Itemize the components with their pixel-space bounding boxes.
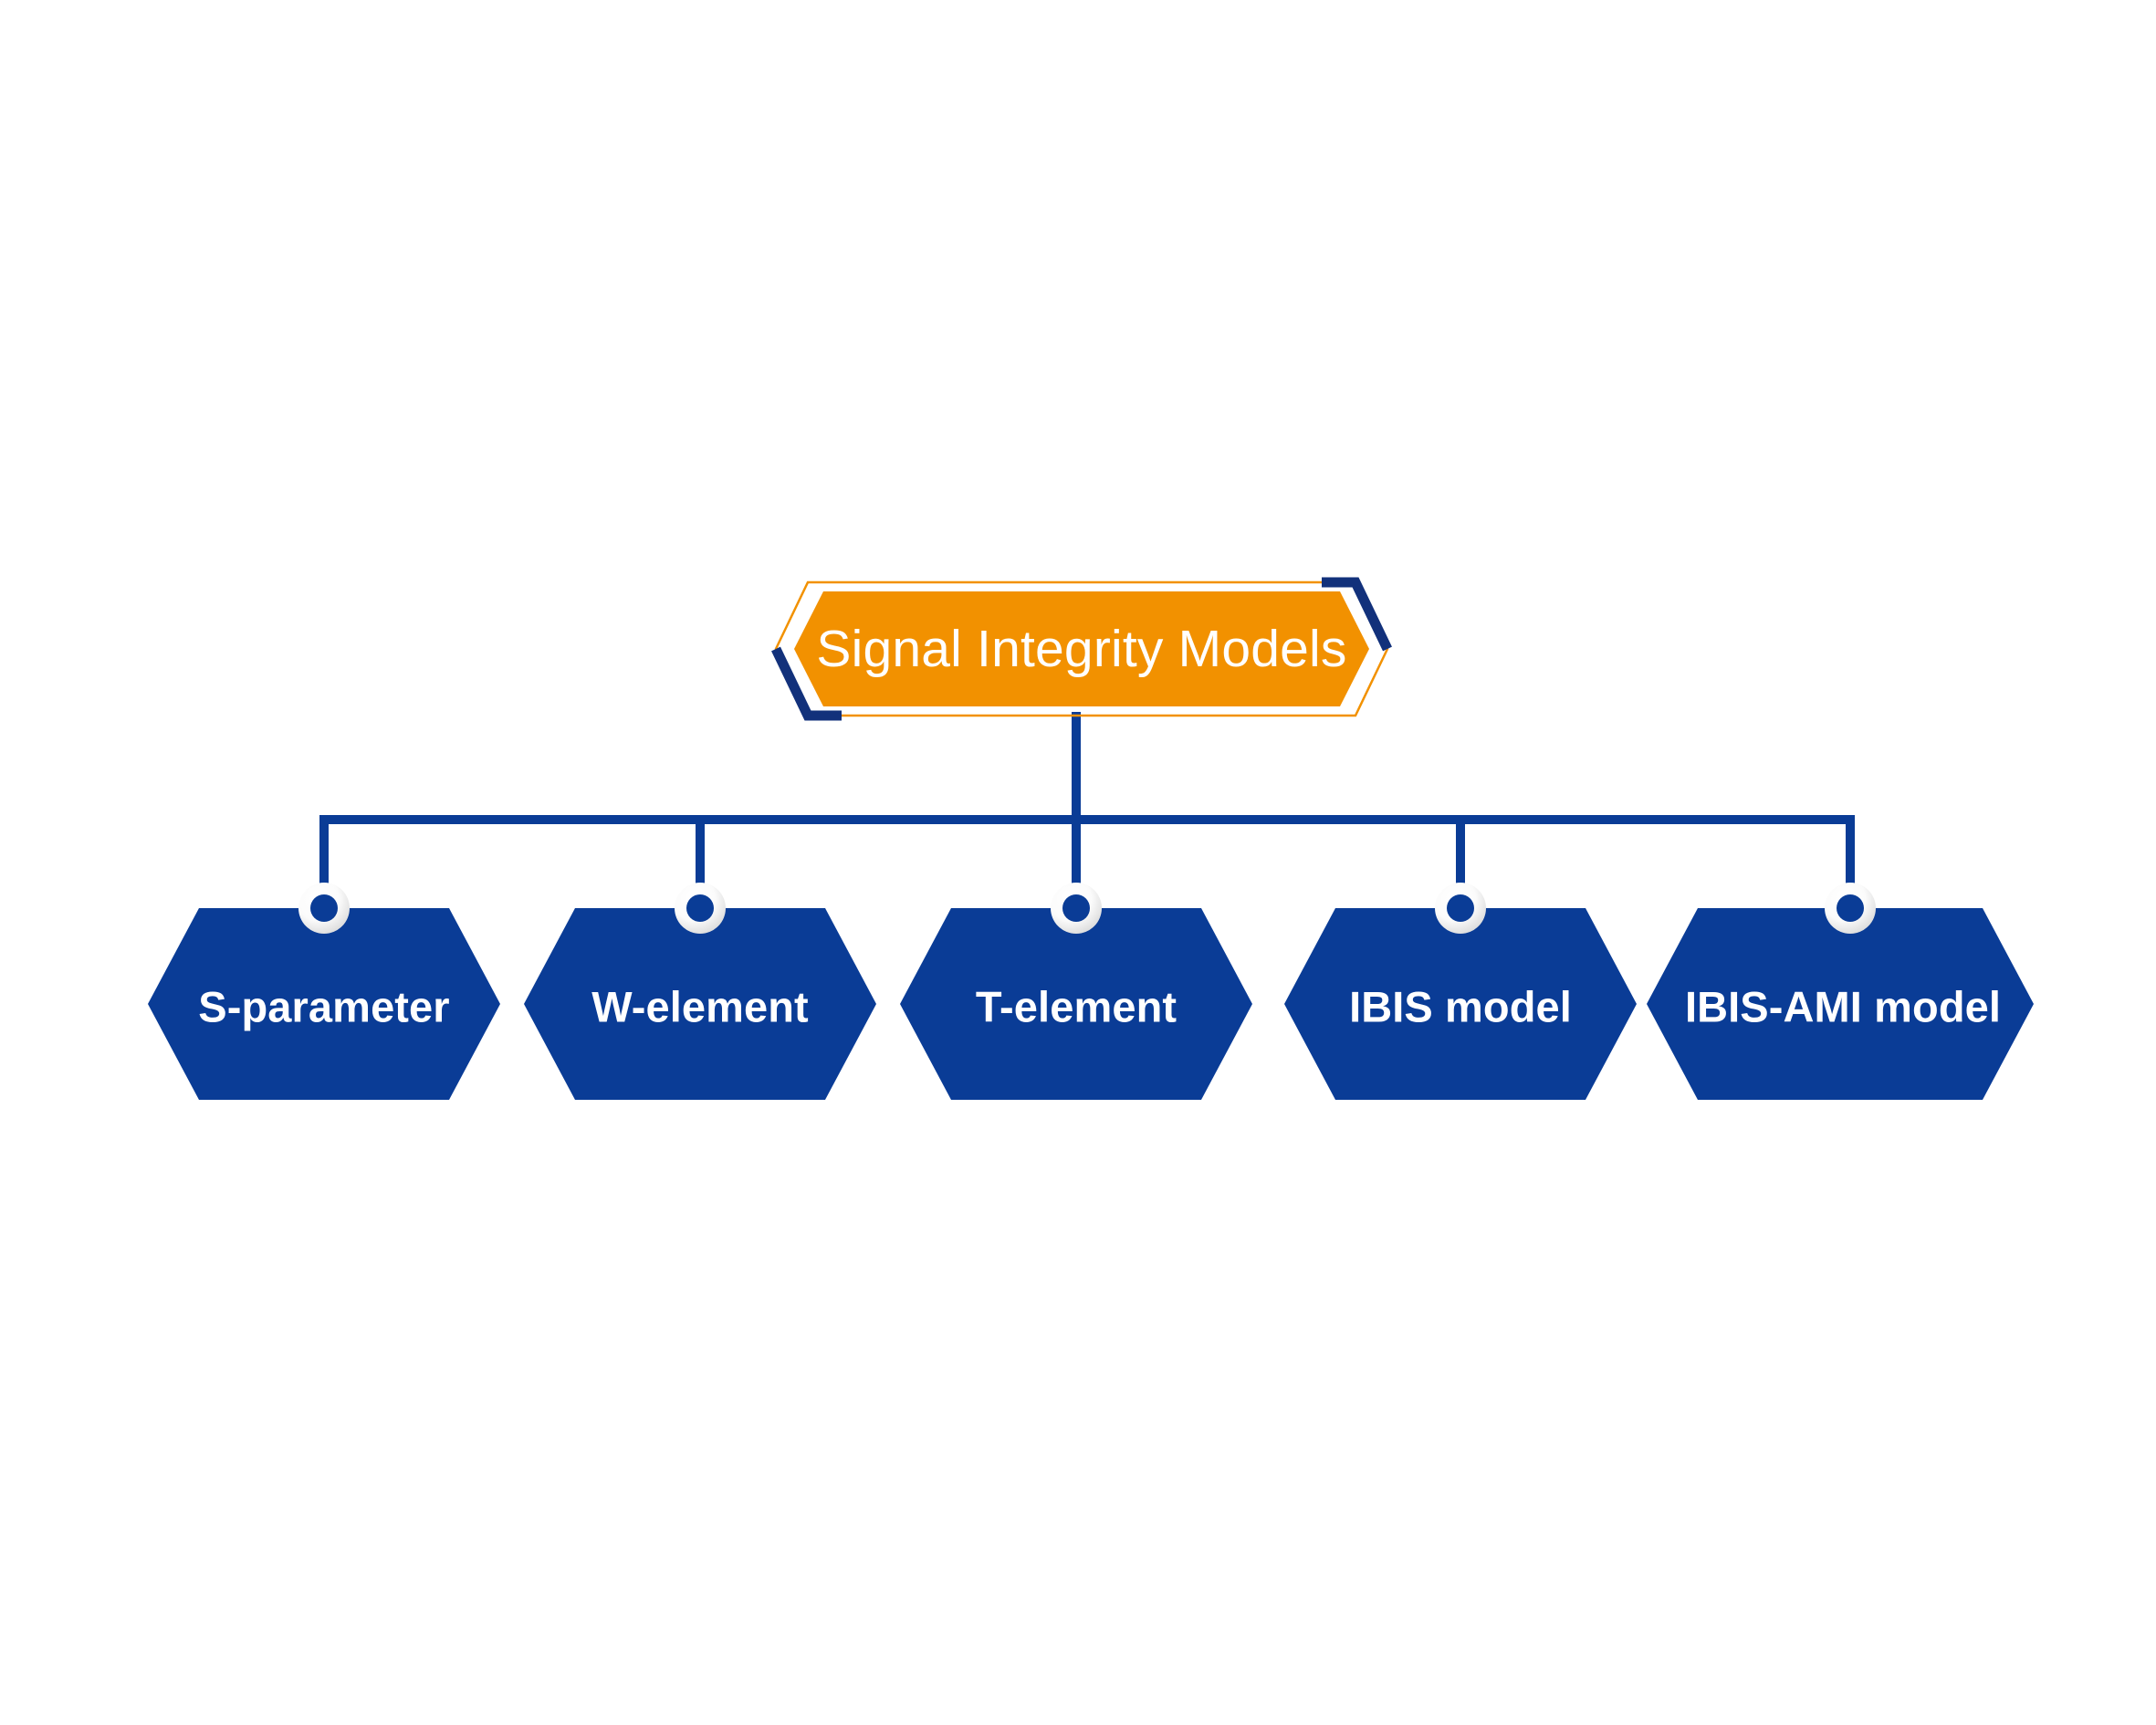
connector-node-circle-3 — [1051, 883, 1102, 934]
connector-bus-line — [319, 815, 1855, 824]
child-hexagon-shape-1 — [148, 908, 500, 1100]
connector-node-circle-1 — [298, 883, 350, 934]
connector-drop-4 — [1456, 815, 1465, 915]
root-node-signal-integrity-models[interactable]: Signal Integrity Models — [771, 577, 1392, 721]
connector-node-circle-5 — [1825, 883, 1876, 934]
connector-group — [319, 712, 1855, 915]
child-node-w-element[interactable]: W-element — [524, 883, 876, 1100]
child-hexagon-shape-3 — [900, 908, 1252, 1100]
child-node-t-element[interactable]: T-element — [900, 883, 1252, 1100]
connector-drop-2 — [696, 815, 705, 915]
child-node-s-parameter[interactable]: S-parameter — [148, 883, 500, 1100]
connector-drop-3 — [1072, 815, 1081, 915]
child-node-label-2: W-element — [591, 983, 809, 1031]
connector-node-circle-2 — [675, 883, 726, 934]
child-node-ibis-model[interactable]: IBIS model — [1284, 883, 1637, 1100]
connector-drop-5 — [1846, 815, 1855, 915]
child-node-label-3: T-element — [976, 983, 1177, 1031]
child-node-label-5: IBIS-AMI model — [1685, 983, 2001, 1031]
child-hexagon-shape-4 — [1284, 908, 1637, 1100]
root-hexagon-shape — [794, 591, 1369, 706]
child-hexagon-shape-2 — [524, 908, 876, 1100]
connector-root-stem — [1072, 712, 1081, 821]
connector-node-circle-4 — [1435, 883, 1486, 934]
child-node-label-4: IBIS model — [1349, 983, 1572, 1031]
child-node-ibis-ami-model[interactable]: IBIS-AMI model — [1647, 883, 2034, 1100]
child-hexagon-shape-5 — [1647, 908, 2034, 1100]
root-accent-top-right — [1322, 577, 1392, 652]
connector-drop-1 — [319, 815, 329, 915]
root-node-label: Signal Integrity Models — [816, 620, 1346, 678]
child-node-label-1: S-parameter — [198, 983, 449, 1031]
root-accent-bottom-left — [771, 646, 842, 721]
